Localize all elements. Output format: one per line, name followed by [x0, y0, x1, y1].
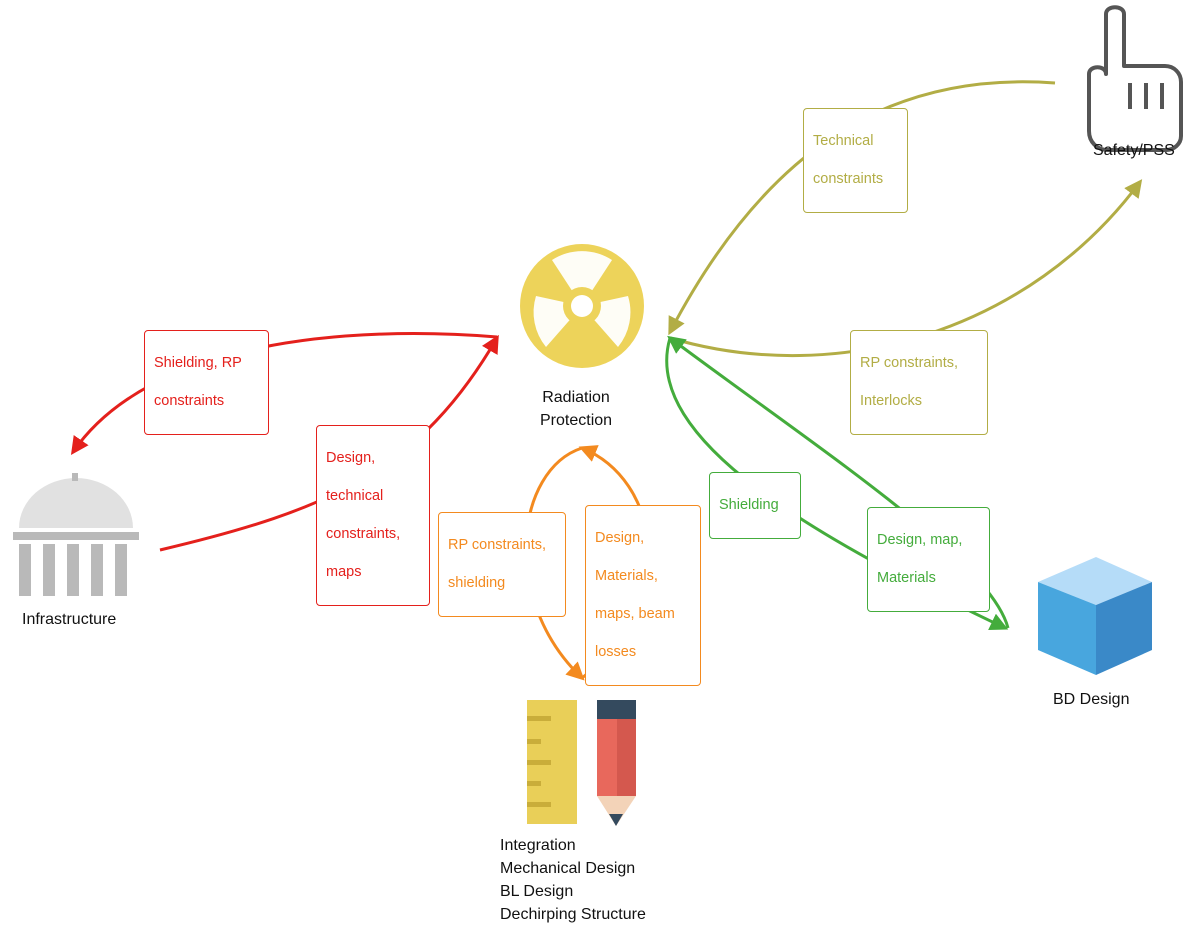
- bd-design-label: BD Design: [1053, 691, 1130, 708]
- integration-label: Integration Mechanical Design BL Design …: [500, 837, 646, 923]
- edge-label-rp-to-integration: RP constraints, shielding: [438, 512, 566, 617]
- edge-bd-to-rp: [667, 335, 1010, 629]
- radiation-protection-label: Radiation Protection: [540, 389, 613, 429]
- edge-label-integration-to-rp: Design, Materials, maps, beam losses: [585, 505, 701, 686]
- edge-rp-to-infrastructure: [70, 332, 498, 455]
- building-dome-icon: [13, 473, 139, 596]
- edge-label-rp-to-bd: Shielding: [709, 472, 801, 539]
- edge-label-bd-to-rp: Design, map, Materials: [867, 507, 990, 612]
- infrastructure-label: Infrastructure: [22, 611, 117, 628]
- edge-label-infrastructure-to-rp: Design, technical constraints, maps: [316, 425, 430, 606]
- edge-label-rp-to-safety: RP constraints, Interlocks: [850, 330, 988, 435]
- ruler-pencil-icon: [527, 700, 636, 826]
- radiation-icon: [520, 244, 644, 368]
- edge-label-safety-to-rp: Technical constraints: [803, 108, 908, 213]
- edge-label-rp-to-infrastructure: Shielding, RP constraints: [144, 330, 269, 435]
- safety-pss-label: Safety/PSS: [1093, 142, 1175, 159]
- hand-pointer-icon: [1087, 5, 1183, 152]
- cube-icon: [1038, 557, 1152, 675]
